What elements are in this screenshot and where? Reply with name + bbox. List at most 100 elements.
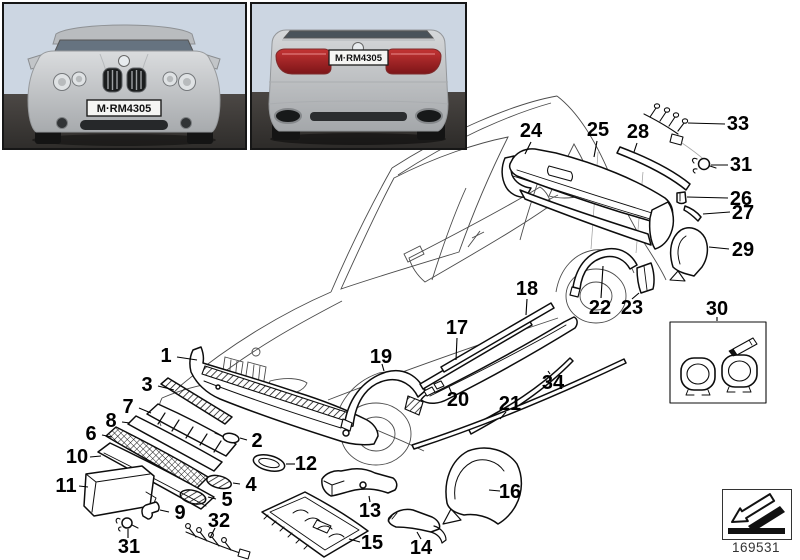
callout-15[interactable]: 15 bbox=[361, 532, 383, 554]
callout-2[interactable]: 2 bbox=[251, 430, 262, 452]
part-12-foglamp-trim bbox=[252, 454, 286, 472]
callout-30[interactable]: 30 bbox=[706, 298, 728, 320]
part-3-grille-strip bbox=[160, 377, 233, 425]
part-30-tailpipe-trim-kit bbox=[669, 321, 767, 404]
callout-26[interactable]: 26 bbox=[730, 188, 752, 210]
rear-view-photo: M·RM4305 bbox=[250, 2, 467, 150]
part-7-slat-grille bbox=[146, 403, 237, 457]
leader-line-24 bbox=[524, 141, 532, 155]
mirror-outline bbox=[403, 245, 425, 263]
callout-8[interactable]: 8 bbox=[105, 410, 116, 432]
callout-11[interactable]: 11 bbox=[55, 475, 76, 497]
callout-23[interactable]: 23 bbox=[621, 297, 643, 319]
callout-3[interactable]: 3 bbox=[141, 374, 152, 396]
callout-9[interactable]: 9 bbox=[174, 502, 185, 524]
callout-31[interactable]: 31 bbox=[118, 536, 140, 558]
part-13-support-bracket bbox=[321, 468, 398, 497]
callout-34[interactable]: 34 bbox=[542, 372, 565, 394]
callout-18[interactable]: 18 bbox=[516, 278, 538, 300]
license-plate-rear: M·RM4305 bbox=[328, 49, 389, 66]
leader-line-7 bbox=[138, 407, 152, 414]
leader-line-22 bbox=[600, 265, 604, 299]
arrow-3d-icon bbox=[728, 493, 785, 534]
part-29-splash-guard bbox=[669, 227, 709, 282]
part-14-bracket bbox=[387, 508, 447, 544]
leader-line-17 bbox=[455, 337, 458, 361]
leader-line-11 bbox=[78, 485, 89, 488]
callout-1[interactable]: 1 bbox=[160, 345, 171, 367]
part-26-clip bbox=[676, 191, 687, 205]
callout-16[interactable]: 16 bbox=[499, 481, 521, 503]
part-21-long-strip bbox=[411, 358, 627, 450]
callout-13[interactable]: 13 bbox=[359, 500, 381, 522]
part-5-side-grille bbox=[179, 489, 207, 505]
part-28-spoiler-strip bbox=[616, 146, 691, 191]
leader-line-29 bbox=[708, 246, 730, 250]
callout-28[interactable]: 28 bbox=[627, 121, 649, 143]
callout-24[interactable]: 24 bbox=[520, 120, 543, 142]
leader-line-18 bbox=[525, 298, 528, 316]
callout-7[interactable]: 7 bbox=[122, 396, 133, 418]
rear-wheel bbox=[565, 268, 627, 324]
part-15-underbody-shield bbox=[261, 491, 369, 558]
leader-line-25 bbox=[593, 140, 598, 158]
accessory-parts bbox=[83, 103, 767, 560]
part-9-sensor-bracket bbox=[141, 501, 160, 520]
leader-line-8 bbox=[121, 421, 131, 424]
leader-line-26 bbox=[686, 196, 729, 199]
part-31-pdc-sensor-rear bbox=[692, 157, 717, 174]
leader-line-33 bbox=[687, 122, 726, 125]
part-16-wheelarch-liner bbox=[442, 447, 523, 525]
part-22-rear-arch-trim bbox=[569, 247, 638, 298]
leader-line-3 bbox=[157, 385, 175, 391]
callout-25[interactable]: 25 bbox=[587, 119, 609, 141]
leader-line-19 bbox=[381, 363, 385, 372]
bmw-roundel-icon bbox=[251, 347, 261, 357]
leader-line-9 bbox=[159, 509, 170, 513]
callout-32[interactable]: 32 bbox=[208, 510, 230, 532]
plate-text: M·RM4305 bbox=[97, 103, 151, 115]
bmw-roundel-icon bbox=[118, 55, 130, 67]
callout-21[interactable]: 21 bbox=[499, 393, 521, 415]
leader-line-13 bbox=[368, 495, 371, 503]
leader-line-28 bbox=[633, 142, 638, 153]
callout-31[interactable]: 31 bbox=[730, 154, 752, 176]
leader-line-2 bbox=[239, 437, 248, 441]
leader-line-20 bbox=[448, 386, 453, 395]
leader-line-21 bbox=[499, 411, 507, 420]
callout-27[interactable]: 27 bbox=[732, 202, 754, 224]
leader-line-10 bbox=[89, 455, 102, 458]
callout-4[interactable]: 4 bbox=[245, 474, 257, 496]
part-31-pdc-sensor-front bbox=[115, 517, 139, 532]
part-23-arch-flap bbox=[636, 262, 655, 294]
leader-line-23 bbox=[631, 292, 640, 300]
front-view-photo: M·RM4305 bbox=[2, 2, 247, 150]
callout-12[interactable]: 12 bbox=[295, 453, 317, 475]
kidney-grilles bbox=[102, 67, 147, 93]
callout-22[interactable]: 22 bbox=[589, 297, 611, 319]
exhaust-right bbox=[415, 108, 443, 124]
leader-line-34 bbox=[547, 370, 551, 375]
image-direction-icon[interactable] bbox=[722, 489, 792, 540]
foglight-left bbox=[56, 117, 68, 129]
callout-17[interactable]: 17 bbox=[446, 317, 468, 339]
part-4-side-grille bbox=[206, 474, 232, 490]
part-24-25-rear-bumper bbox=[501, 148, 675, 250]
foglight-right bbox=[180, 117, 192, 129]
callout-29[interactable]: 29 bbox=[732, 239, 754, 261]
callout-19[interactable]: 19 bbox=[370, 346, 392, 368]
part-27-trim-piece bbox=[683, 205, 702, 222]
callout-20[interactable]: 20 bbox=[447, 389, 469, 411]
rear-diffuser bbox=[310, 112, 407, 121]
callout-6[interactable]: 6 bbox=[85, 423, 96, 445]
part-19-front-arch-trim bbox=[340, 370, 426, 432]
callout-33[interactable]: 33 bbox=[727, 113, 749, 135]
leader-line-32 bbox=[209, 527, 216, 539]
callout-10[interactable]: 10 bbox=[66, 446, 88, 468]
diagram-number: 169531 bbox=[731, 540, 781, 555]
callout-5[interactable]: 5 bbox=[221, 489, 232, 511]
leader-line-14 bbox=[416, 531, 422, 540]
callout-14[interactable]: 14 bbox=[410, 537, 433, 559]
